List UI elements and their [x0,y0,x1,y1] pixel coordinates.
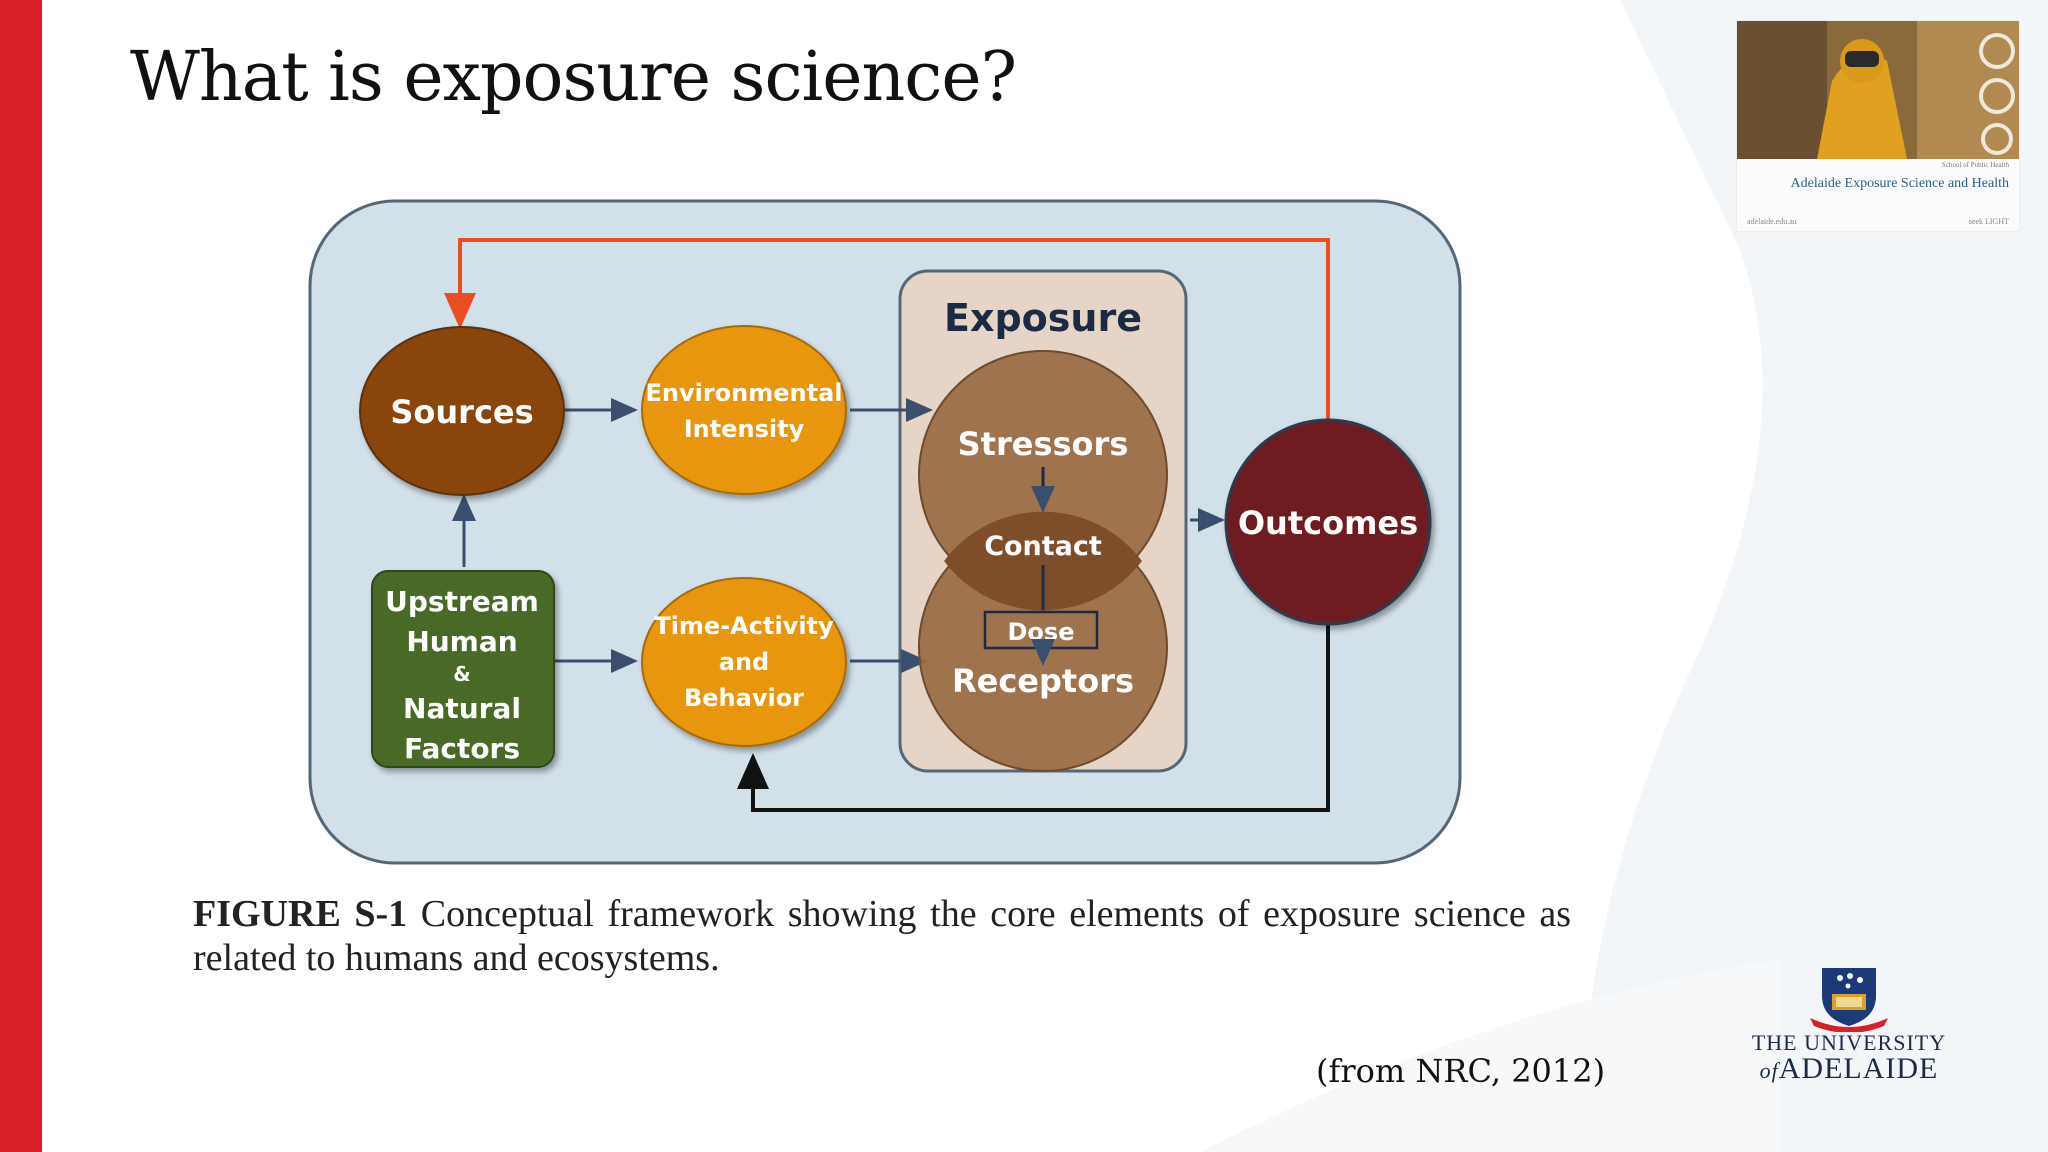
upstream-label-1: Upstream [385,585,539,618]
thumbnail-footer-left: adelaide.edu.au [1747,217,1797,226]
slide-title: What is exposure science? [130,38,1017,117]
crest-icon [1810,968,1888,1032]
upstream-factors-node [371,570,555,768]
stressors-label: Stressors [958,425,1129,463]
figure-caption: FIGURE S-1 Conceptual framework showing … [193,892,1571,980]
thumbnail-image [1737,21,2019,159]
caption-label: FIGURE S-1 [193,893,408,935]
time-activity-label-3: Behavior [684,684,804,712]
env-intensity-label-1: Environmental [645,379,842,407]
time-activity-label-2: and [719,648,769,676]
time-activity-label-1: Time-Activity [654,612,834,640]
logo-line2-prefix: of [1759,1058,1779,1083]
upstream-label-5: Factors [404,732,520,765]
logo-line1: THE UNIVERSITY [1751,1030,1947,1055]
university-logo: THE UNIVERSITY ofADELAIDE [1744,960,1954,1090]
presenter-thumbnail: School of Public Health Adelaide Exposur… [1736,20,2020,232]
source-note: (from NRC, 2012) [1316,1052,1606,1090]
thumbnail-small-text: School of Public Health [1941,161,2009,169]
contact-overlap [944,511,1142,611]
upstream-label-2: Human [406,625,517,658]
thumbnail-title: Adelaide Exposure Science and Health [1790,176,2009,191]
feedback-arrow-top [444,238,1330,421]
contact-label: Contact [984,531,1102,562]
exposure-title: Exposure [944,296,1142,340]
feedback-arrow-bottom [737,625,1330,812]
red-accent-bar [0,0,42,1152]
outcomes-node [1224,418,1432,626]
environmental-intensity-node [641,325,847,495]
receptors-label: Receptors [952,662,1134,700]
upstream-label-3: & [453,662,470,686]
thumbnail-footer-right: seek LIGHT [1968,217,2009,226]
exposure-framework-diagram: Exposure Sources Environmental Intensity… [308,199,1462,865]
dose-label: Dose [1008,618,1075,646]
sources-node [359,326,565,496]
upstream-label-4: Natural [403,692,521,725]
caption-text: Conceptual framework showing the core el… [193,893,1571,979]
env-intensity-label-2: Intensity [684,415,805,443]
logo-line2: ofADELAIDE [1744,1052,1954,1086]
time-activity-node [641,577,847,747]
sources-label: Sources [390,393,533,431]
outcomes-label: Outcomes [1238,504,1418,542]
logo-line2-text: ADELAIDE [1778,1052,1939,1085]
